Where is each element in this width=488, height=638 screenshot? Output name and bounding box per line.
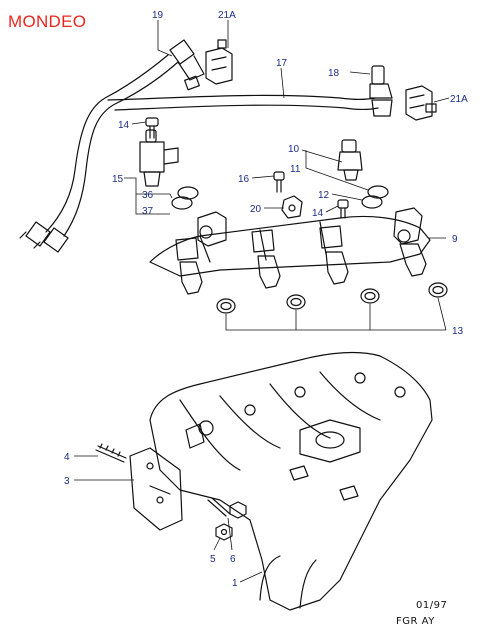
callout-3: 3 — [64, 476, 70, 487]
bolt-14-mid — [337, 199, 349, 219]
callout-14-mid: 14 — [312, 208, 324, 219]
bolt-16 — [273, 171, 285, 193]
callout-21a-top: 21A — [218, 10, 236, 21]
o-ring-36 — [177, 186, 199, 200]
nut-5 — [215, 523, 233, 541]
footer-date: 01/97 — [416, 600, 448, 611]
callout-1: 1 — [232, 578, 238, 589]
callout-9: 9 — [452, 234, 458, 245]
callout-16: 16 — [238, 174, 250, 185]
clip-21a-right — [405, 85, 437, 121]
bracket-20 — [281, 195, 303, 219]
callout-14-left: 14 — [118, 120, 130, 131]
hose-connector-18 — [369, 65, 393, 117]
callout-36: 36 — [142, 190, 154, 201]
callout-20: 20 — [250, 204, 262, 215]
fuel-injector-10 — [337, 139, 363, 181]
rail-injector-2 — [251, 229, 281, 289]
callout-37: 37 — [142, 206, 154, 217]
rail-injector-4 — [399, 243, 427, 277]
o-ring-37 — [171, 196, 193, 210]
callout-13: 13 — [452, 326, 464, 337]
intake-manifold-1 — [149, 351, 433, 611]
callout-19: 19 — [152, 10, 164, 21]
page-title: MONDEO — [8, 12, 87, 31]
fuel-rail-9 — [149, 207, 431, 277]
stud-4 — [95, 443, 127, 463]
callout-5: 5 — [210, 554, 216, 565]
rail-injector-1 — [175, 237, 203, 295]
callout-10: 10 — [288, 144, 300, 155]
leader-lines — [74, 20, 450, 583]
callout-4: 4 — [64, 452, 70, 463]
bolt-6 — [207, 497, 231, 517]
callout-6: 6 — [230, 554, 236, 565]
o-ring-11 — [367, 185, 389, 199]
fuel-line-hoses — [19, 54, 379, 253]
rail-injector-3 — [319, 225, 349, 285]
footer-code: FGR AY — [396, 616, 435, 627]
manifold-gasket-3 — [129, 447, 183, 531]
o-ring-12 — [361, 195, 383, 209]
stud-lower — [149, 485, 247, 519]
callout-17: 17 — [276, 58, 288, 69]
clip-21a-top — [205, 39, 233, 85]
fuel-injector-15 — [139, 129, 179, 187]
callout-21a-right: 21A — [450, 94, 468, 105]
callout-11: 11 — [290, 164, 301, 175]
injector-seals-13 — [216, 282, 448, 314]
callout-15: 15 — [112, 174, 124, 185]
callout-12: 12 — [318, 190, 330, 201]
hose-connector-19 — [169, 39, 205, 91]
callout-18: 18 — [328, 68, 340, 79]
